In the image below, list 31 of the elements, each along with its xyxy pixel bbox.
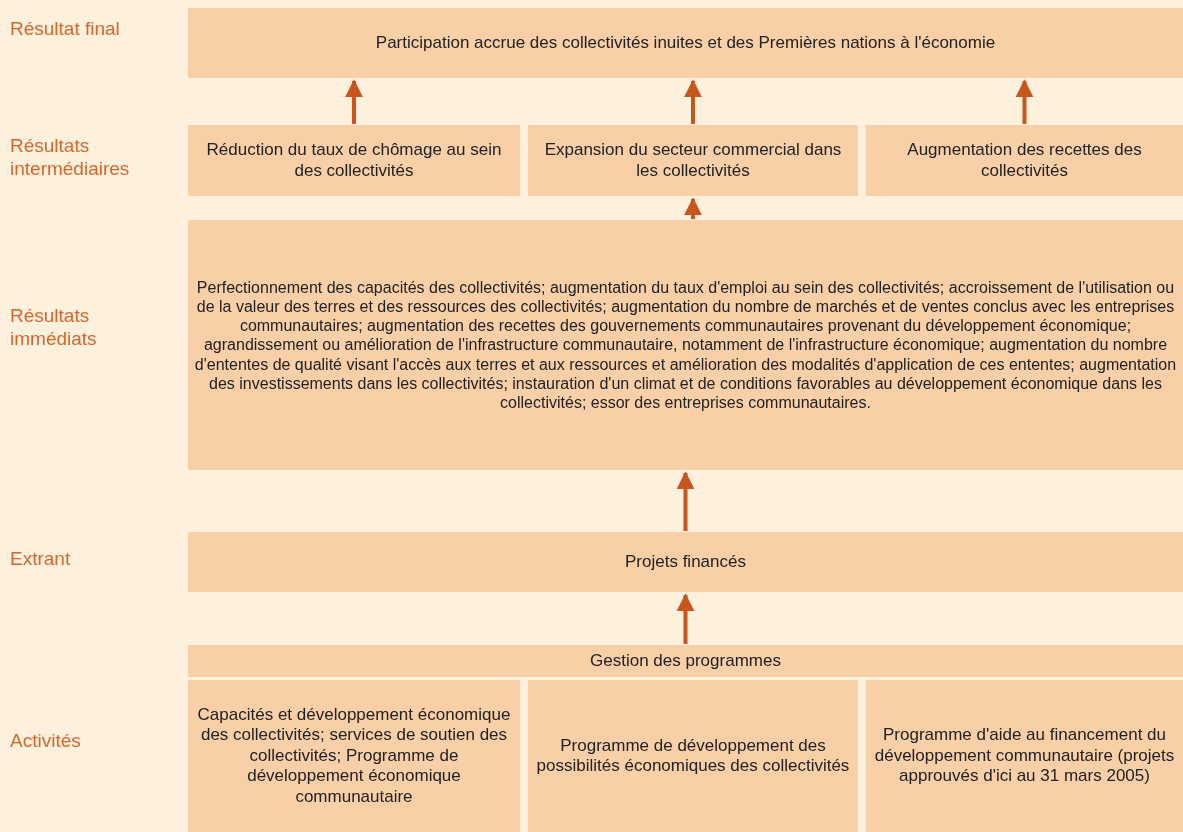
box-text: Programme de développement des possibilités économiques des collectivités <box>535 735 851 777</box>
box-text: Perfectionnement des capacités des collectivités; augmentation du taux d'emploi au sein des collectivités; accroissement de l'utilisation ou de la valeur des terres et des ressources des collectivités; augmentation du nombre de marchés et de ventes conclus avec les entreprises communautaires; augmentation des recettes des gouvernements communautaires provenant du développement économique; agrandissement ou amélioration de l'infrastructure communautaire, notamment de l'infrastructure économique; augmentation du nombre d'ententes de qualité visant l'accès aux terres et aux ressources et amélioration des modalités d'application de ces ententes; augmentation des investissements dans les collectivités; instauration d'un climat et de conditions favorables au développement économique dans les collectivités; essor des entreprises communautaires. <box>194 277 1177 413</box>
process-box <box>528 680 858 832</box>
level-label: Résultat final <box>10 18 121 41</box>
box-text: Augmentation des recettes des collectivités <box>906 140 1143 181</box>
arrow <box>684 79 702 124</box>
arrow <box>676 471 695 531</box>
box-text: Gestion des programmes <box>590 650 781 672</box>
process-box <box>188 680 520 832</box>
box-text: Réduction du taux de chômage au sein des collectivités <box>205 140 503 181</box>
arrow <box>676 593 695 644</box>
box-text: Capacités et développement économique des collectivités; services de soutien des collectivités; Programme de développement économique communautaire <box>196 705 512 807</box>
process-box <box>866 125 1183 196</box>
level-label: Activités <box>10 730 82 753</box>
box-text: Expansion du secteur commercial dans les collectivités <box>543 140 843 181</box>
arrow <box>684 197 702 219</box>
box-text: Participation accrue des collectivités inuites et des Premières nations à l'économie <box>375 32 996 54</box>
process-box <box>188 220 1183 470</box>
process-box <box>528 125 858 196</box>
band <box>188 645 1183 677</box>
level-label: Résultats immédiats <box>10 305 98 351</box>
level-label: Résultats intermédiaires <box>10 135 131 181</box>
process-box <box>188 8 1183 78</box>
arrow <box>1015 79 1034 124</box>
process-box <box>188 532 1183 592</box>
box-text: Programme d'aide au financement du développement communautaire (projets approuvés d'ici au 31 mars 2005) <box>873 725 1176 787</box>
process-box <box>866 680 1183 832</box>
level-label: Extrant <box>10 548 72 571</box>
arrow <box>345 79 363 124</box>
box-text: Projets financés <box>625 551 746 573</box>
process-box <box>188 125 520 196</box>
